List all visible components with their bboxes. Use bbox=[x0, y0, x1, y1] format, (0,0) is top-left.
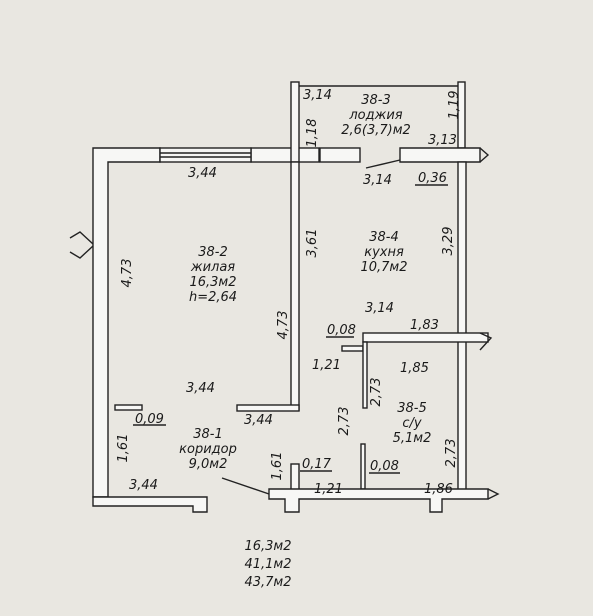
top-wall-window bbox=[319, 147, 361, 163]
room-area: 2,6(3,7)м2 bbox=[341, 123, 411, 138]
dim-label: 2,73 bbox=[444, 439, 459, 468]
dim-label: 1,61 bbox=[116, 434, 131, 463]
top-window bbox=[159, 147, 252, 163]
hall-left-partition bbox=[114, 404, 143, 411]
dim-label: 1,61 bbox=[270, 452, 285, 481]
room-id: 38-5 bbox=[397, 401, 427, 416]
dim-label: 3,14 bbox=[365, 301, 394, 316]
dim-label: 0,17 bbox=[302, 457, 332, 472]
break-mark bbox=[69, 231, 94, 245]
dim-label: 0,36 bbox=[418, 171, 447, 186]
dim-label: 0,08 bbox=[327, 323, 356, 338]
wall-stub bbox=[341, 345, 364, 352]
break-mark bbox=[69, 245, 94, 259]
dimensions: 3,14 3,13 3,44 3,14 0,36 3,14 0,08 1,83 … bbox=[116, 88, 462, 497]
area-totals: 16,3м2 41,1м2 43,7м2 bbox=[244, 539, 291, 590]
kitchen-top-wall bbox=[399, 147, 481, 163]
dim-label: 2,73 bbox=[369, 378, 384, 407]
room-height: h=2,64 bbox=[189, 290, 237, 305]
room-area: 16,3м2 bbox=[189, 275, 236, 290]
dim-label: 1,86 bbox=[424, 482, 453, 497]
room-area: 10,7м2 bbox=[360, 260, 407, 275]
room-name: кухня bbox=[364, 245, 404, 260]
break-mark bbox=[479, 147, 490, 163]
room-id: 38-2 bbox=[198, 245, 228, 260]
room-38-4-label: 38-4 кухня 10,7м2 bbox=[360, 230, 407, 275]
room-38-1-label: 38-1 коридор 9,0м2 bbox=[179, 427, 237, 472]
bath-left-wall-top bbox=[362, 341, 368, 409]
interior-wall-living bbox=[290, 161, 300, 411]
room-38-2-label: 38-2 жилая 16,3м2 h=2,64 bbox=[189, 245, 237, 305]
room-name: жилая bbox=[190, 260, 235, 275]
top-wall-segment bbox=[250, 147, 320, 163]
room-38-3-label: 38-3 лоджия 2,6(3,7)м2 bbox=[341, 93, 411, 138]
dim-label: 3,44 bbox=[186, 381, 215, 396]
loggia-left-wall bbox=[290, 81, 300, 163]
room-id: 38-4 bbox=[369, 230, 399, 245]
room-name: лоджия bbox=[348, 108, 402, 123]
outer-right-wall bbox=[457, 161, 467, 498]
room-name: с/у bbox=[402, 416, 422, 431]
room-id: 38-1 bbox=[193, 427, 223, 442]
dim-label: 3,44 bbox=[244, 413, 273, 428]
walls bbox=[69, 81, 500, 513]
total-area: 43,7м2 bbox=[244, 575, 291, 590]
dim-label: 1,21 bbox=[314, 482, 343, 497]
bottom-wall-left bbox=[92, 496, 208, 513]
dim-label: 3,13 bbox=[428, 133, 457, 148]
break-mark bbox=[487, 488, 500, 500]
kitchen-bath-wall bbox=[362, 332, 489, 343]
room-id: 38-3 bbox=[361, 93, 391, 108]
room-area: 5,1м2 bbox=[393, 431, 432, 446]
break-mark bbox=[479, 332, 493, 351]
hall-partition bbox=[236, 404, 300, 412]
dim-label: 3,44 bbox=[188, 166, 217, 181]
room-38-5-label: 38-5 с/у 5,1м2 bbox=[393, 401, 432, 446]
dim-label: 1,19 bbox=[447, 91, 462, 120]
leader-line bbox=[221, 477, 270, 495]
total-usable-area: 41,1м2 bbox=[244, 557, 291, 572]
total-living-area: 16,3м2 bbox=[244, 539, 291, 554]
dim-label: 1,18 bbox=[305, 119, 320, 148]
dim-label: 4,73 bbox=[276, 311, 291, 340]
leader-line bbox=[365, 159, 401, 169]
dim-label: 3,29 bbox=[441, 227, 456, 256]
room-area: 9,0м2 bbox=[189, 457, 228, 472]
dim-label: 1,83 bbox=[410, 318, 439, 333]
dim-label: 3,61 bbox=[305, 229, 320, 258]
dim-label: 1,85 bbox=[400, 361, 429, 376]
dim-label: 0,08 bbox=[370, 459, 399, 474]
dim-label: 4,73 bbox=[120, 259, 135, 288]
dim-label: 3,14 bbox=[363, 173, 392, 188]
bottom-wall-right bbox=[268, 488, 489, 513]
dim-label: 2,73 bbox=[337, 407, 352, 436]
room-name: коридор bbox=[179, 442, 237, 457]
dim-label: 3,14 bbox=[303, 88, 332, 103]
bath-left-wall-bottom bbox=[360, 443, 366, 490]
dim-label: 0,09 bbox=[135, 412, 164, 427]
dim-label: 1,21 bbox=[312, 358, 341, 373]
dim-label: 3,44 bbox=[129, 478, 158, 493]
